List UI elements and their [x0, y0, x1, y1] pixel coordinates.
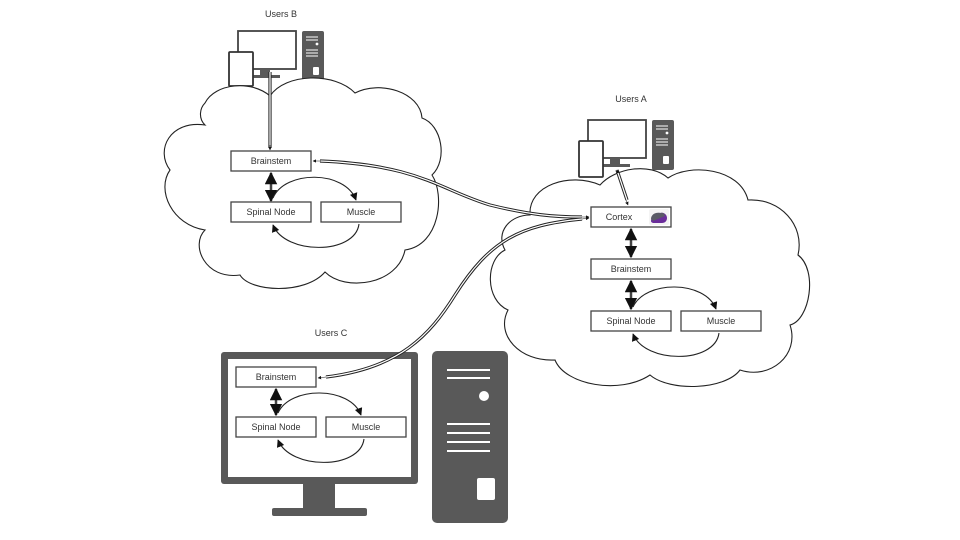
users-a-devices-icon [578, 119, 674, 178]
users-c-muscle-node[interactable] [325, 416, 407, 438]
users-a-spinal-node-label: Spinal Node [606, 316, 655, 326]
users-c-muscle-to-spinal-arrow [277, 438, 365, 463]
users-a-brainstem-label: Brainstem [611, 264, 652, 274]
users-c-brainstem-label: Brainstem [256, 372, 297, 382]
users-b-muscle-to-spinal-arrow [272, 223, 360, 248]
users-b-spinal-node-label: Spinal Node [246, 207, 295, 217]
users-a-label: Users A [615, 94, 647, 104]
users-b-muscle-label: Muscle [347, 207, 376, 217]
users-b-devices-icon [228, 30, 324, 87]
users-b-brainstem-node[interactable] [230, 150, 312, 172]
cortex-to-users-c-brainstem-connector [317, 216, 590, 380]
users-b-cloud [163, 77, 442, 289]
users-a-cortex-label: Cortex [606, 212, 633, 222]
users-c-group: Users C Brainstem Spinal Node Muscle [221, 328, 508, 523]
users-c-tower-icon [432, 351, 508, 523]
users-c-spinal-node[interactable] [235, 416, 317, 438]
users-c-spinal-to-muscle-arrow [277, 392, 363, 416]
users-a-muscle-node[interactable] [680, 310, 762, 332]
users-c-label: Users C [315, 328, 348, 338]
users-c-muscle-label: Muscle [352, 422, 381, 432]
users-a-brainstem-node[interactable] [590, 258, 672, 280]
users-b-muscle-node[interactable] [320, 201, 402, 223]
users-c-brainstem-node[interactable] [235, 366, 317, 388]
users-b-brainstem-label: Brainstem [251, 156, 292, 166]
users-a-spinal-to-muscle-arrow [632, 286, 718, 310]
purple-cloud-icon [649, 209, 669, 225]
users-b-spinal-node[interactable] [230, 201, 312, 223]
users-a-group: Users A Cortex B [489, 94, 811, 388]
users-a-spinal-node[interactable] [590, 310, 672, 332]
users-b-label: Users B [265, 9, 297, 19]
users-a-muscle-to-spinal-arrow [632, 332, 720, 357]
users-b-group: Users B Brainstem Spinal Node Muscle [163, 9, 442, 289]
users-b-spinal-to-muscle-arrow [272, 176, 358, 201]
users-c-spinal-node-label: Spinal Node [251, 422, 300, 432]
users-a-muscle-label: Muscle [707, 316, 736, 326]
